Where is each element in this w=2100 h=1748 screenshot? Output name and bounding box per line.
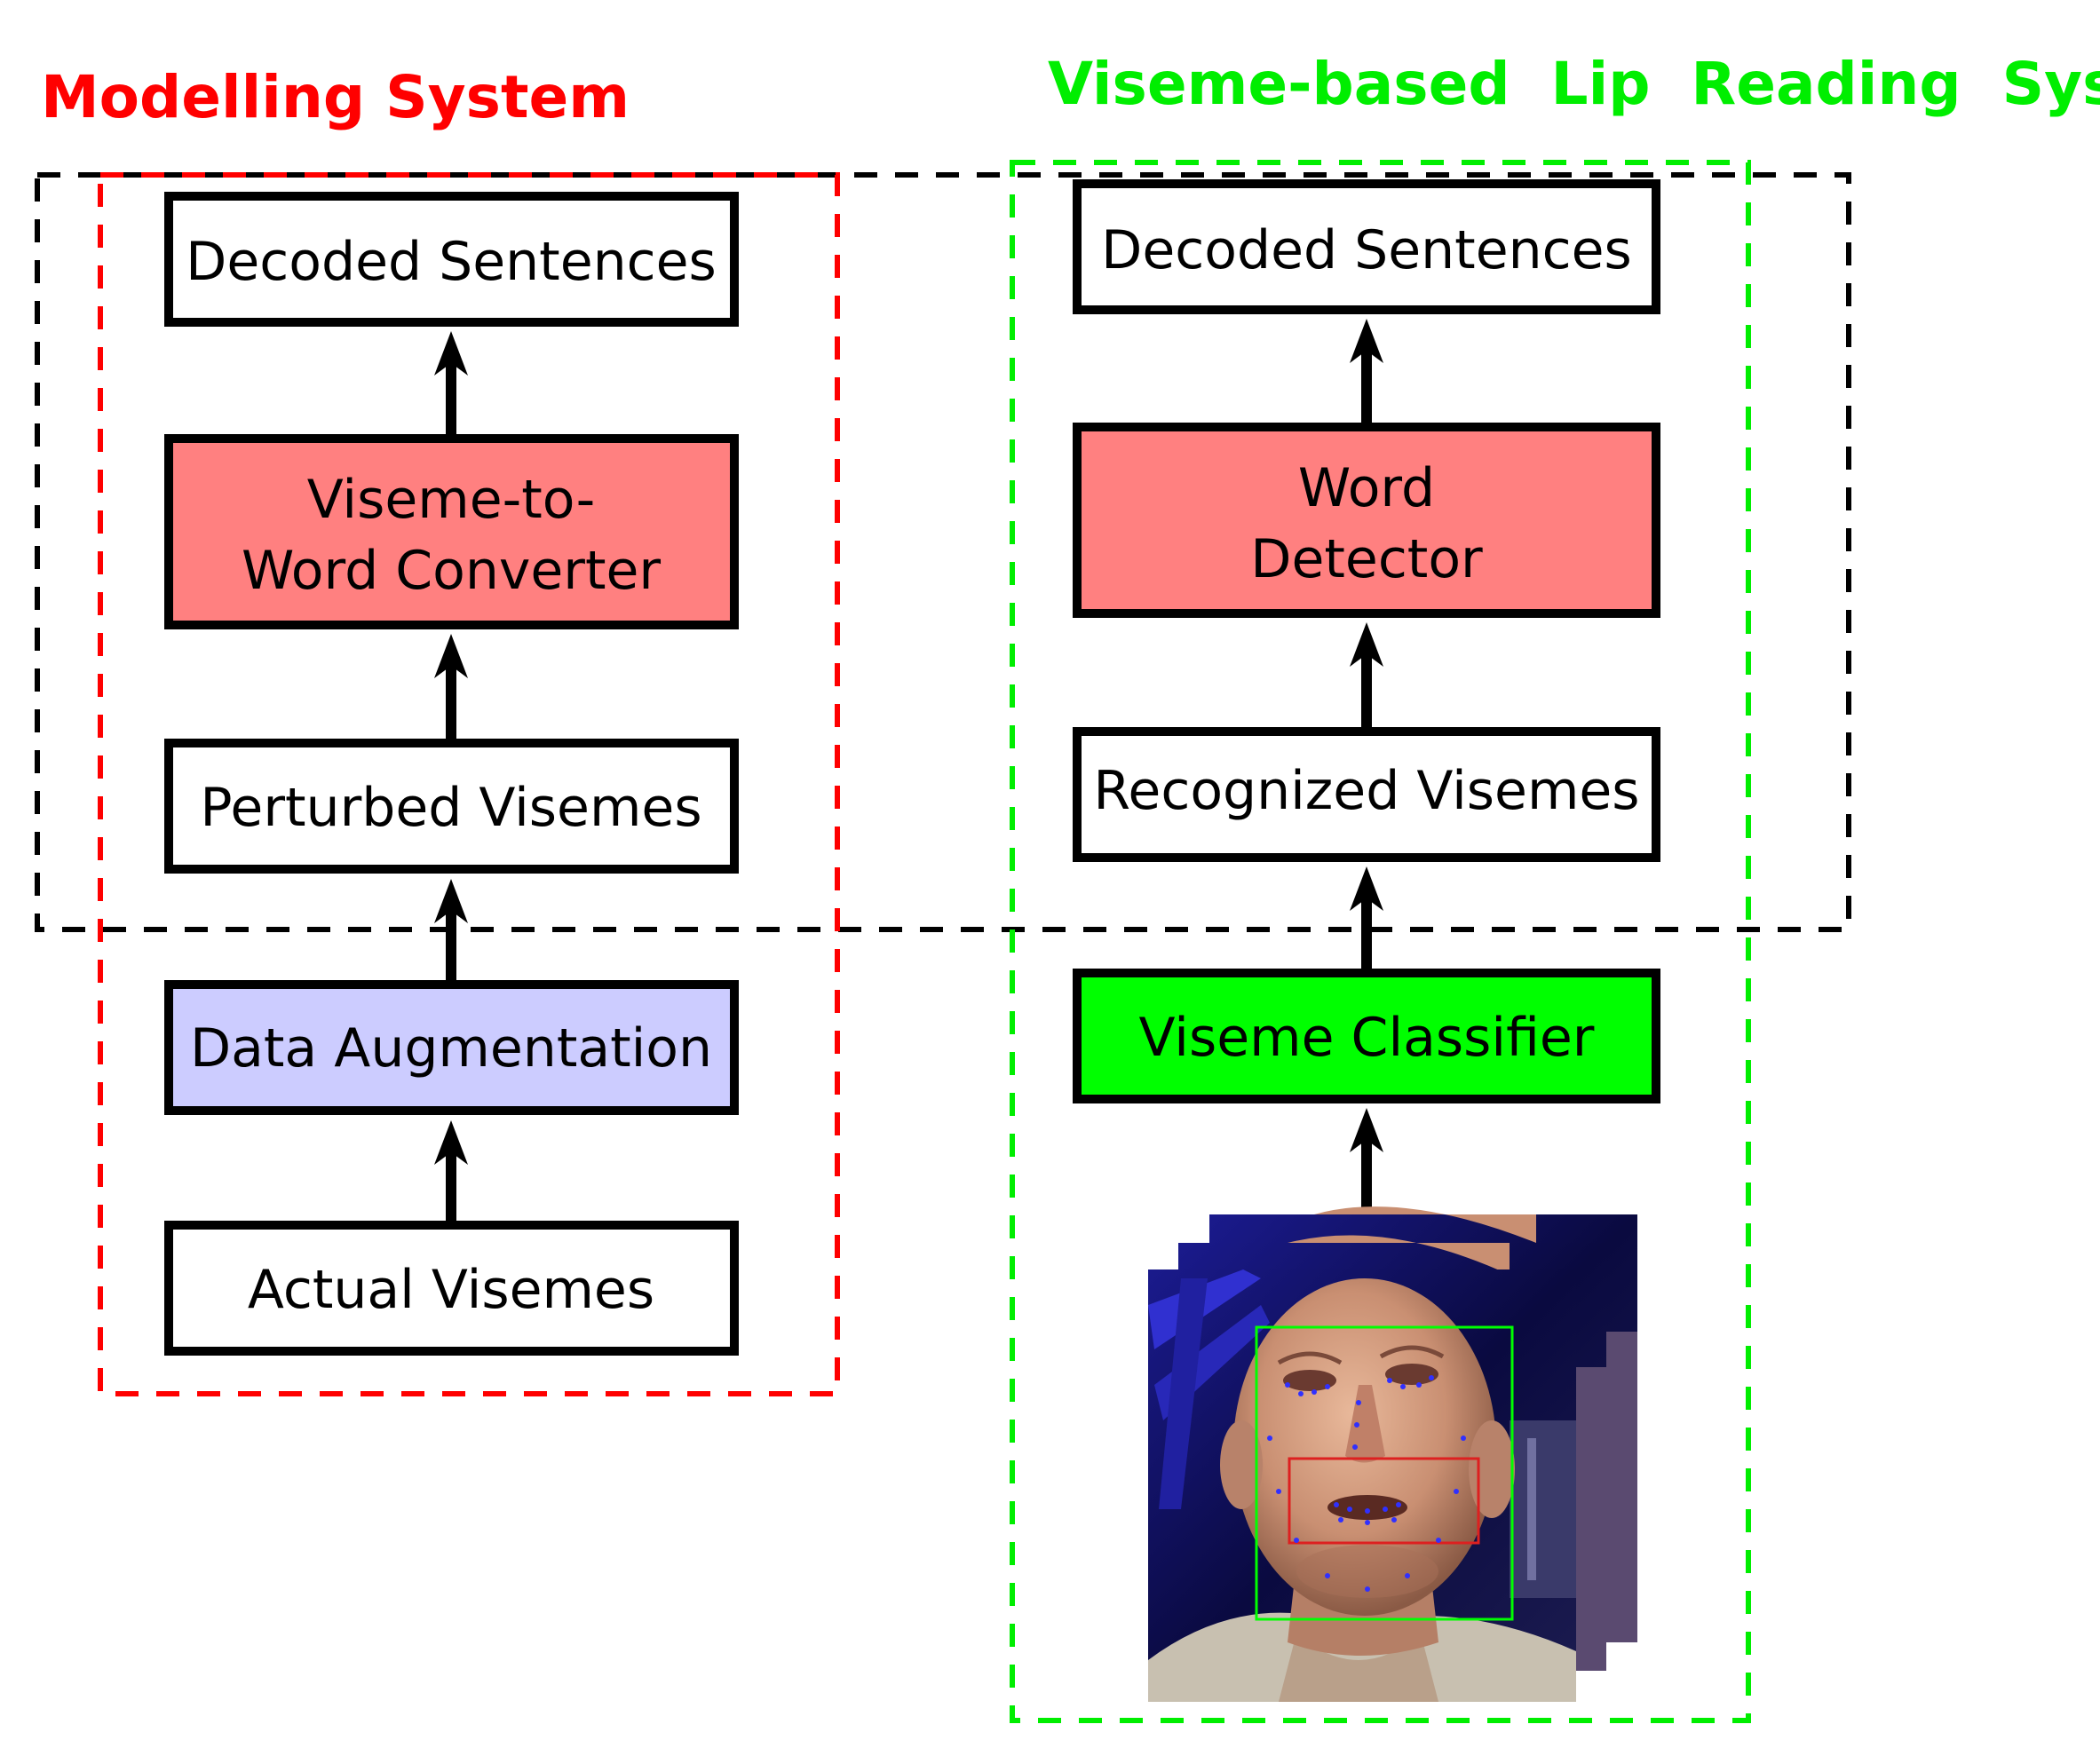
arrow-actual-to-augmentation — [434, 1120, 468, 1221]
recognized-visemes-box: Recognized Visemes — [1073, 727, 1660, 862]
actual-visemes-label: Actual Visemes — [248, 1259, 654, 1321]
viseme-to-word-converter-label-line2: Word Converter — [242, 540, 661, 602]
arrow-classifier-to-recognized — [1350, 866, 1383, 969]
word-detector-label-line2: Detector — [1250, 528, 1483, 590]
modelling-decoded-sentences-label: Decoded Sentences — [186, 231, 717, 293]
lipreading-decoded-sentences-label: Decoded Sentences — [1101, 219, 1632, 281]
actual-visemes-box: Actual Visemes — [164, 1221, 739, 1356]
arrow-detector-to-decoded — [1350, 319, 1383, 423]
arrow-recognized-to-detector — [1350, 622, 1383, 727]
word-detector-label-line1: Word — [1298, 457, 1435, 519]
video-frame-front — [1148, 1269, 1576, 1702]
modelling-arrows — [434, 331, 468, 1221]
viseme-to-word-converter-box: Viseme-to- Word Converter — [164, 434, 739, 629]
arrow-frames-to-classifier — [1350, 1108, 1383, 1209]
lip-reading-system-title: Viseme-based Lip Reading System — [1048, 50, 2100, 118]
modelling-system-frame — [98, 172, 840, 1396]
arrow-augmentation-to-perturbed — [434, 879, 468, 980]
lipreading-decoded-sentences-box: Decoded Sentences — [1073, 179, 1660, 314]
mouth-region-box — [1288, 1457, 1480, 1545]
shared-language-model-frame — [35, 172, 1851, 932]
perturbed-visemes-box: Perturbed Visemes — [164, 739, 739, 874]
perturbed-visemes-label: Perturbed Visemes — [200, 777, 701, 839]
lip-reading-system-frame — [1010, 160, 1751, 1723]
arrow-perturbed-to-converter — [434, 634, 468, 739]
data-augmentation-box: Data Augmentation — [164, 980, 739, 1115]
lipreading-arrows — [1350, 319, 1383, 1209]
face-video-frames-image — [1148, 1206, 1637, 1702]
viseme-classifier-box: Viseme Classifier — [1073, 969, 1660, 1103]
viseme-classifier-label: Viseme Classifier — [1139, 1007, 1595, 1069]
modelling-decoded-sentences-box: Decoded Sentences — [164, 192, 739, 327]
face-detection-box — [1255, 1325, 1514, 1621]
facial-landmarks — [1267, 1375, 1466, 1592]
data-augmentation-label: Data Augmentation — [190, 1017, 712, 1080]
word-detector-box: Word Detector — [1073, 423, 1660, 618]
arrow-converter-to-decoded — [434, 331, 468, 434]
recognized-visemes-label: Recognized Visemes — [1093, 760, 1639, 822]
viseme-to-word-converter-label-line1: Viseme-to- — [307, 469, 596, 531]
modelling-system-title: Modelling System — [41, 63, 630, 131]
